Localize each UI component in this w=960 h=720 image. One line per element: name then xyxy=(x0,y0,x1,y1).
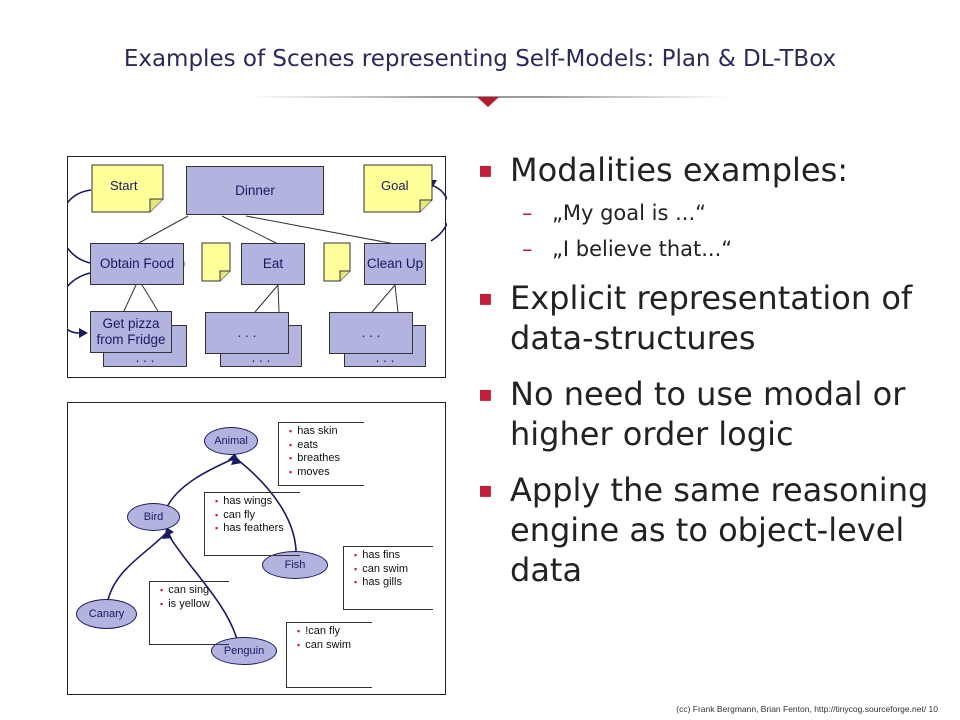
start-label: Start xyxy=(110,178,138,193)
property-item: moves xyxy=(289,466,364,480)
property-item: can fly xyxy=(215,509,300,523)
property-item: can swim xyxy=(354,563,433,577)
bird-node: Bird xyxy=(127,503,180,531)
property-item: has skin xyxy=(289,425,364,439)
dinner-task: Dinner xyxy=(186,166,324,215)
tbox-diagram: Animal Bird Fish Canary Penguin has skin… xyxy=(67,402,446,695)
eat-task: Eat xyxy=(241,243,305,285)
bird-properties: has wings can fly has feathers xyxy=(204,492,300,556)
animal-node: Animal xyxy=(204,427,258,455)
property-item: breathes xyxy=(289,452,364,466)
property-item: can sing xyxy=(160,584,229,598)
subtask-front-middle: . . . xyxy=(205,312,289,354)
plan-connectors xyxy=(68,164,447,338)
canary-properties: can sing is yellow xyxy=(149,581,229,645)
property-item: !can fly xyxy=(297,625,372,639)
animal-properties: has skin eats breathes moves xyxy=(278,422,364,486)
property-item: is yellow xyxy=(160,598,229,612)
footer-credit: (cc) Frank Bergmann, Brian Fenton, http:… xyxy=(676,704,938,714)
property-item: eats xyxy=(289,439,364,453)
small-note-icon xyxy=(201,242,231,282)
fish-properties: has fins can swim has gills xyxy=(343,546,433,610)
small-note-icon xyxy=(323,242,351,282)
bullet-no-need: No need to use modal or higher order log… xyxy=(478,374,938,454)
slide-title: Examples of Scenes representing Self-Mod… xyxy=(123,46,837,72)
title-arrow-icon xyxy=(477,97,499,107)
penguin-properties: !can fly can swim xyxy=(286,622,372,688)
canary-node: Canary xyxy=(76,599,137,629)
subtask-front-right: . . . xyxy=(329,312,413,354)
sub-bullet-believe: „I believe that...“ xyxy=(478,236,938,262)
property-item: has fins xyxy=(354,549,433,563)
plan-diagram: Start Goal Dinner Obtain Food Eat Clean … xyxy=(67,156,447,378)
property-item: has gills xyxy=(354,576,433,590)
bullet-list: Modalities examples: „My goal is ...“ „I… xyxy=(478,150,938,590)
clean-up-task: Clean Up xyxy=(364,243,426,285)
bullet-explicit: Explicit representation of data-structur… xyxy=(478,278,938,358)
bullet-modalities: Modalities examples: xyxy=(478,150,938,191)
property-item: has wings xyxy=(215,495,300,509)
goal-label: Goal xyxy=(381,178,409,193)
sub-bullet-goal: „My goal is ...“ xyxy=(478,200,938,226)
property-item: has feathers xyxy=(215,522,300,536)
penguin-node: Penguin xyxy=(211,637,277,665)
bullet-apply: Apply the same reasoning engine as to ob… xyxy=(478,470,938,590)
property-item: can swim xyxy=(297,639,372,653)
obtain-food-task: Obtain Food xyxy=(90,243,184,285)
get-pizza-task: Get pizza from Fridge xyxy=(90,311,172,353)
